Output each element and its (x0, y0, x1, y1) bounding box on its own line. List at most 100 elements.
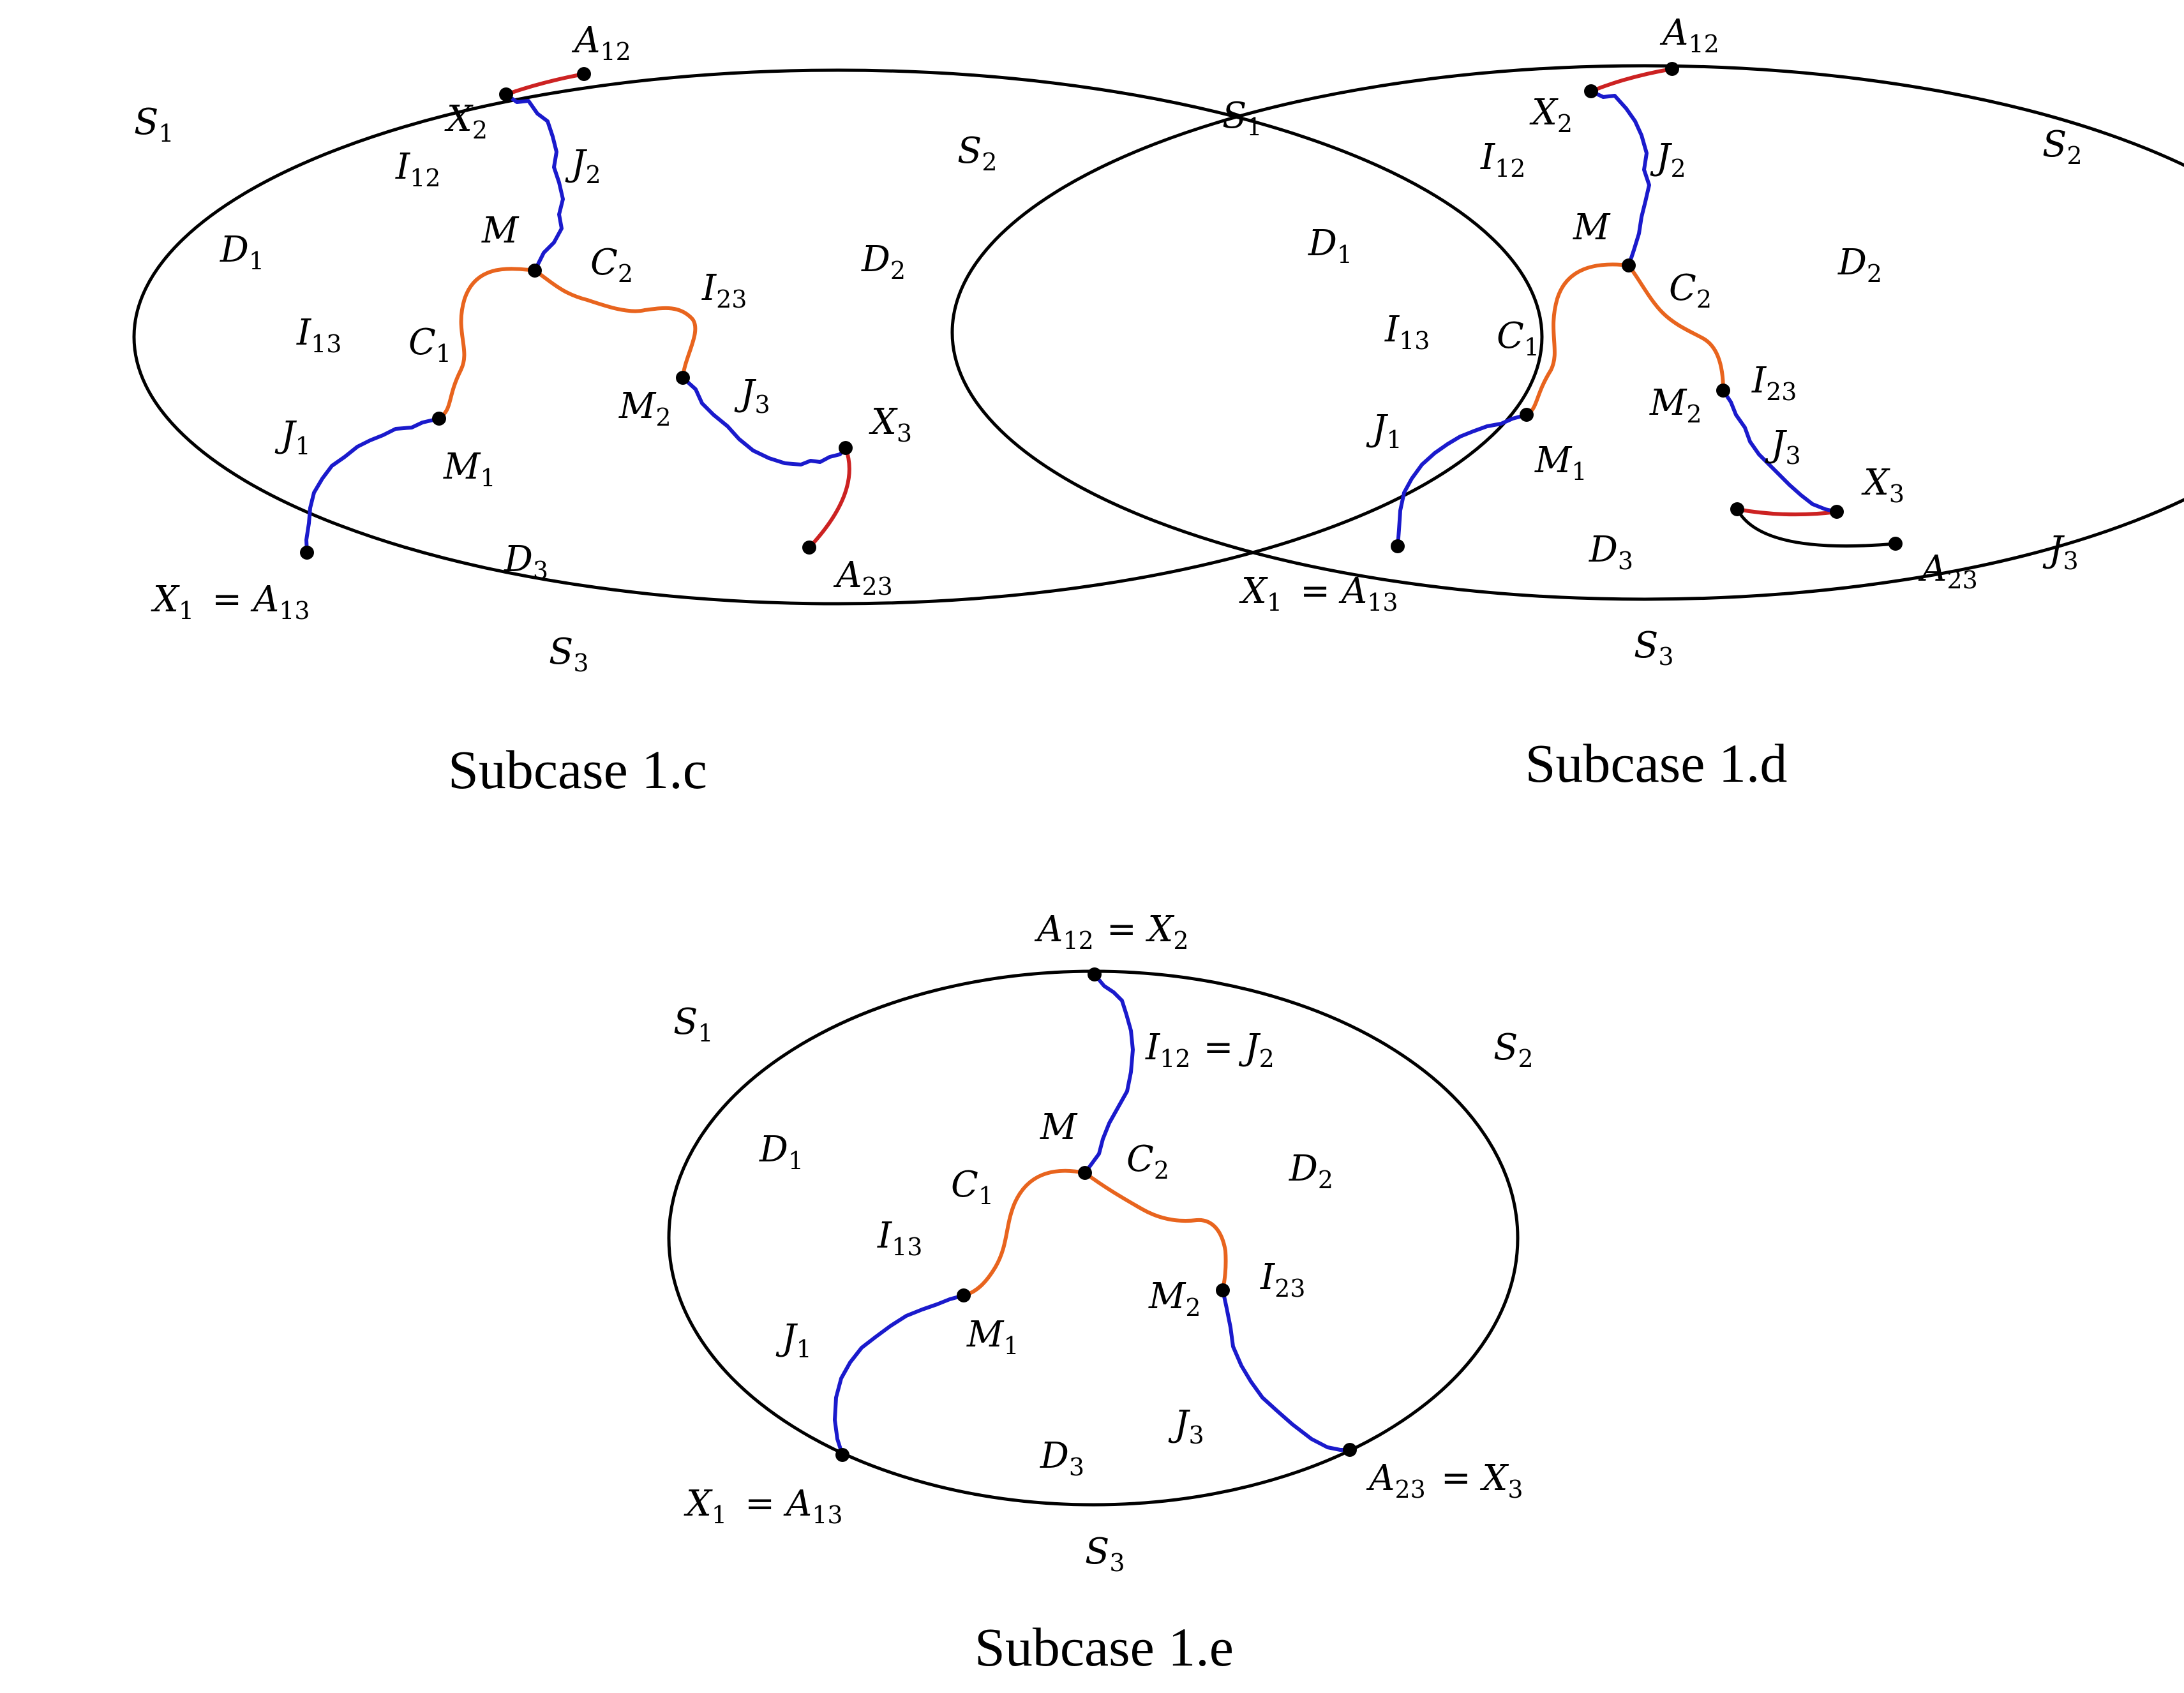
arc-x3-a23 (807, 446, 851, 549)
point-m1 (957, 1288, 971, 1302)
curve-c2 (533, 269, 698, 380)
curve-j2 (1589, 89, 1651, 267)
label-s3: S3 (549, 631, 589, 677)
label-x1-a13: X1= A13 (1239, 571, 1398, 616)
label-d1: D1 (759, 1129, 804, 1175)
label-c1: C1 (408, 322, 451, 368)
label-s1: S1 (673, 1001, 714, 1047)
label-c2: C2 (590, 242, 633, 288)
label-m2: M2 (618, 385, 671, 431)
curve-j1 (1396, 413, 1529, 548)
point-x1 (300, 546, 314, 560)
point-x2 (499, 87, 513, 101)
point-a23-x3 (1343, 1443, 1357, 1457)
label-m2: M2 (1649, 382, 1702, 428)
point-m (528, 264, 542, 278)
label-d2: D2 (861, 239, 906, 285)
point-a12 (1665, 62, 1679, 76)
label-x1-a13: X1= A13 (684, 1483, 843, 1529)
label-a23: A23 (1918, 548, 1978, 594)
label-j1: J1 (274, 414, 311, 460)
label-x2: X2 (444, 98, 488, 144)
curve-c1 (437, 267, 537, 421)
caption-1c: Subcase 1.c (448, 739, 707, 800)
label-x1-a13: X1= A13 (151, 579, 310, 625)
arc-inner-x3 (1735, 507, 1839, 517)
label-j2: J2 (1650, 137, 1686, 183)
curve-c1 (962, 1168, 1087, 1297)
label-j3: J3 (734, 373, 770, 419)
point-x3 (839, 441, 853, 455)
point-a12-x2 (1088, 967, 1102, 981)
label-x2: X2 (1529, 92, 1573, 138)
label-a12: A12 (571, 20, 631, 66)
label-i13: I13 (1384, 309, 1430, 355)
label-d1: D1 (1308, 223, 1352, 269)
label-j3: J3 (1765, 424, 1801, 470)
curve-j3 (1221, 1288, 1352, 1452)
panel-subcase-1c: S1 S2 S3 D1 D2 D3 I12 I13 I23 J1 J2 J3 C… (132, 20, 1544, 800)
caption-1e: Subcase 1.e (975, 1616, 1234, 1678)
label-a23-x3: A23= X3 (1366, 1458, 1523, 1503)
panel-subcase-1e: S1 S2 S3 D1 D2 D3 I12= J2 I13 I23 J1 J3 … (667, 909, 1534, 1678)
point-m1 (1520, 408, 1534, 422)
point-m1 (432, 412, 446, 426)
label-a23: A23 (833, 555, 893, 600)
caption-1d: Subcase 1.d (1525, 733, 1788, 794)
curve-j2 (504, 93, 565, 272)
curve-j2 (1083, 973, 1135, 1175)
arc-inner-a23 (1735, 507, 1897, 548)
label-j3-outer: J3 (2042, 529, 2079, 575)
label-i13: I13 (877, 1215, 922, 1261)
point-inner (1730, 502, 1744, 516)
label-m1: M1 (443, 446, 496, 492)
label-i12: I12 (395, 146, 440, 192)
label-c2: C2 (1126, 1138, 1169, 1184)
point-a23 (1889, 537, 1903, 551)
label-m: M (1040, 1107, 1078, 1148)
label-i23: I23 (1260, 1257, 1305, 1302)
point-m (1622, 258, 1636, 272)
curve-j3 (681, 376, 848, 466)
label-c1: C1 (1497, 315, 1539, 361)
label-m1: M1 (1534, 440, 1587, 486)
point-a23 (802, 541, 816, 555)
label-a12: A12 (1659, 12, 1719, 58)
label-m: M (1573, 207, 1611, 248)
label-s3: S3 (1085, 1531, 1125, 1577)
label-x3: X3 (1861, 462, 1904, 508)
boundary-ellipse (667, 969, 1520, 1507)
label-s1: S1 (134, 101, 174, 147)
boundary-ellipse (950, 64, 2184, 601)
label-j2: J2 (565, 143, 601, 189)
curve-c2 (1083, 1171, 1228, 1292)
label-j3: J3 (1168, 1403, 1204, 1449)
label-i23: I23 (1751, 360, 1797, 406)
label-s2: S2 (957, 130, 998, 176)
label-j1: J1 (1366, 408, 1402, 454)
point-x1 (1391, 539, 1405, 553)
label-d3: D3 (504, 539, 548, 585)
label-s2: S2 (2042, 124, 2083, 170)
label-d1: D1 (220, 229, 264, 275)
panel-subcase-1d: S1 S2 S3 D1 D2 D3 I12 I13 I23 J1 J2 J3 J… (950, 12, 2184, 794)
label-i12-j2: I12= J2 (1145, 1027, 1275, 1073)
point-a12 (577, 67, 591, 81)
label-j1: J1 (775, 1317, 812, 1363)
boundary-ellipse (132, 68, 1544, 606)
point-m2 (676, 371, 690, 385)
curve-c2 (1627, 264, 1725, 392)
label-m: M (481, 210, 520, 251)
label-i13: I13 (296, 312, 341, 358)
label-i12: I12 (1480, 137, 1525, 183)
point-m2 (1716, 384, 1730, 398)
arc-x2-a12 (1589, 67, 1674, 93)
point-m (1078, 1166, 1092, 1180)
label-s2: S2 (1493, 1027, 1534, 1073)
point-x3 (1830, 505, 1844, 519)
label-d3: D3 (1589, 529, 1633, 575)
curve-j1 (833, 1294, 966, 1457)
label-c1: C1 (951, 1164, 994, 1210)
